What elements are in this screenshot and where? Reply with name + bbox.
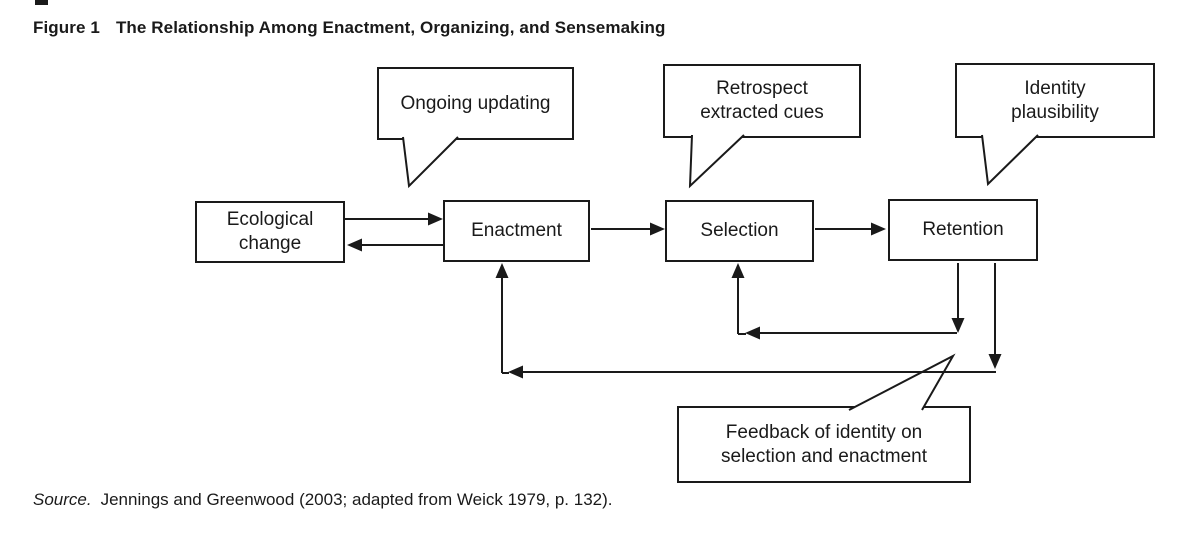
callout-identity-plausibility: Identity plausibility	[955, 63, 1155, 138]
callout-tail-identity	[981, 134, 1039, 187]
node-ecological-change-label: Ecological change	[226, 209, 314, 254]
arrow-enactment-to-selection	[591, 222, 665, 236]
arrow-retention-to-selection-feedback	[731, 263, 965, 340]
source-line: Source. Jennings and Greenwood (2003; ada…	[33, 490, 613, 510]
callout-ongoing-updating-label: Ongoing updating	[400, 92, 551, 114]
callout-tail-feedback	[848, 353, 956, 411]
callout-ongoing-updating: Ongoing updating	[377, 67, 574, 140]
source-text: Jennings and Greenwood (2003; adapted fr…	[100, 490, 613, 509]
node-enactment: Enactment	[443, 200, 590, 262]
node-ecological-change: Ecological change	[195, 201, 345, 263]
callout-identity-plausibility-label: Identity plausibility	[1011, 77, 1099, 123]
arrow-enactment-to-ecological	[347, 238, 443, 252]
figure-title: Figure 1 The Relationship Among Enactment…	[33, 18, 665, 38]
arrow-ecological-to-enactment	[345, 212, 443, 226]
callout-retrospect-extracted-cues-label: Retrospect extracted cues	[700, 78, 824, 123]
callout-tail-ongoing	[402, 136, 459, 189]
figure-number-label: Figure 1	[33, 18, 100, 37]
node-selection: Selection	[665, 200, 814, 262]
node-retention: Retention	[888, 199, 1038, 261]
node-enactment-label: Enactment	[471, 220, 562, 242]
callout-feedback-of-identity-label: Feedback of identity on selection and en…	[721, 421, 927, 467]
node-selection-label: Selection	[700, 220, 779, 242]
node-retention-label: Retention	[922, 219, 1004, 241]
arrow-selection-to-retention	[815, 222, 886, 236]
scan-artifact-dash	[35, 0, 48, 5]
figure-title-text: The Relationship Among Enactment, Organi…	[115, 18, 666, 37]
callout-tail-retrospect	[688, 134, 745, 189]
source-label: Source.	[33, 490, 92, 509]
callout-feedback-of-identity: Feedback of identity on selection and en…	[677, 406, 971, 483]
arrow-retention-to-enactment-feedback	[495, 263, 1002, 379]
callout-retrospect-extracted-cues: Retrospect extracted cues	[663, 64, 861, 138]
